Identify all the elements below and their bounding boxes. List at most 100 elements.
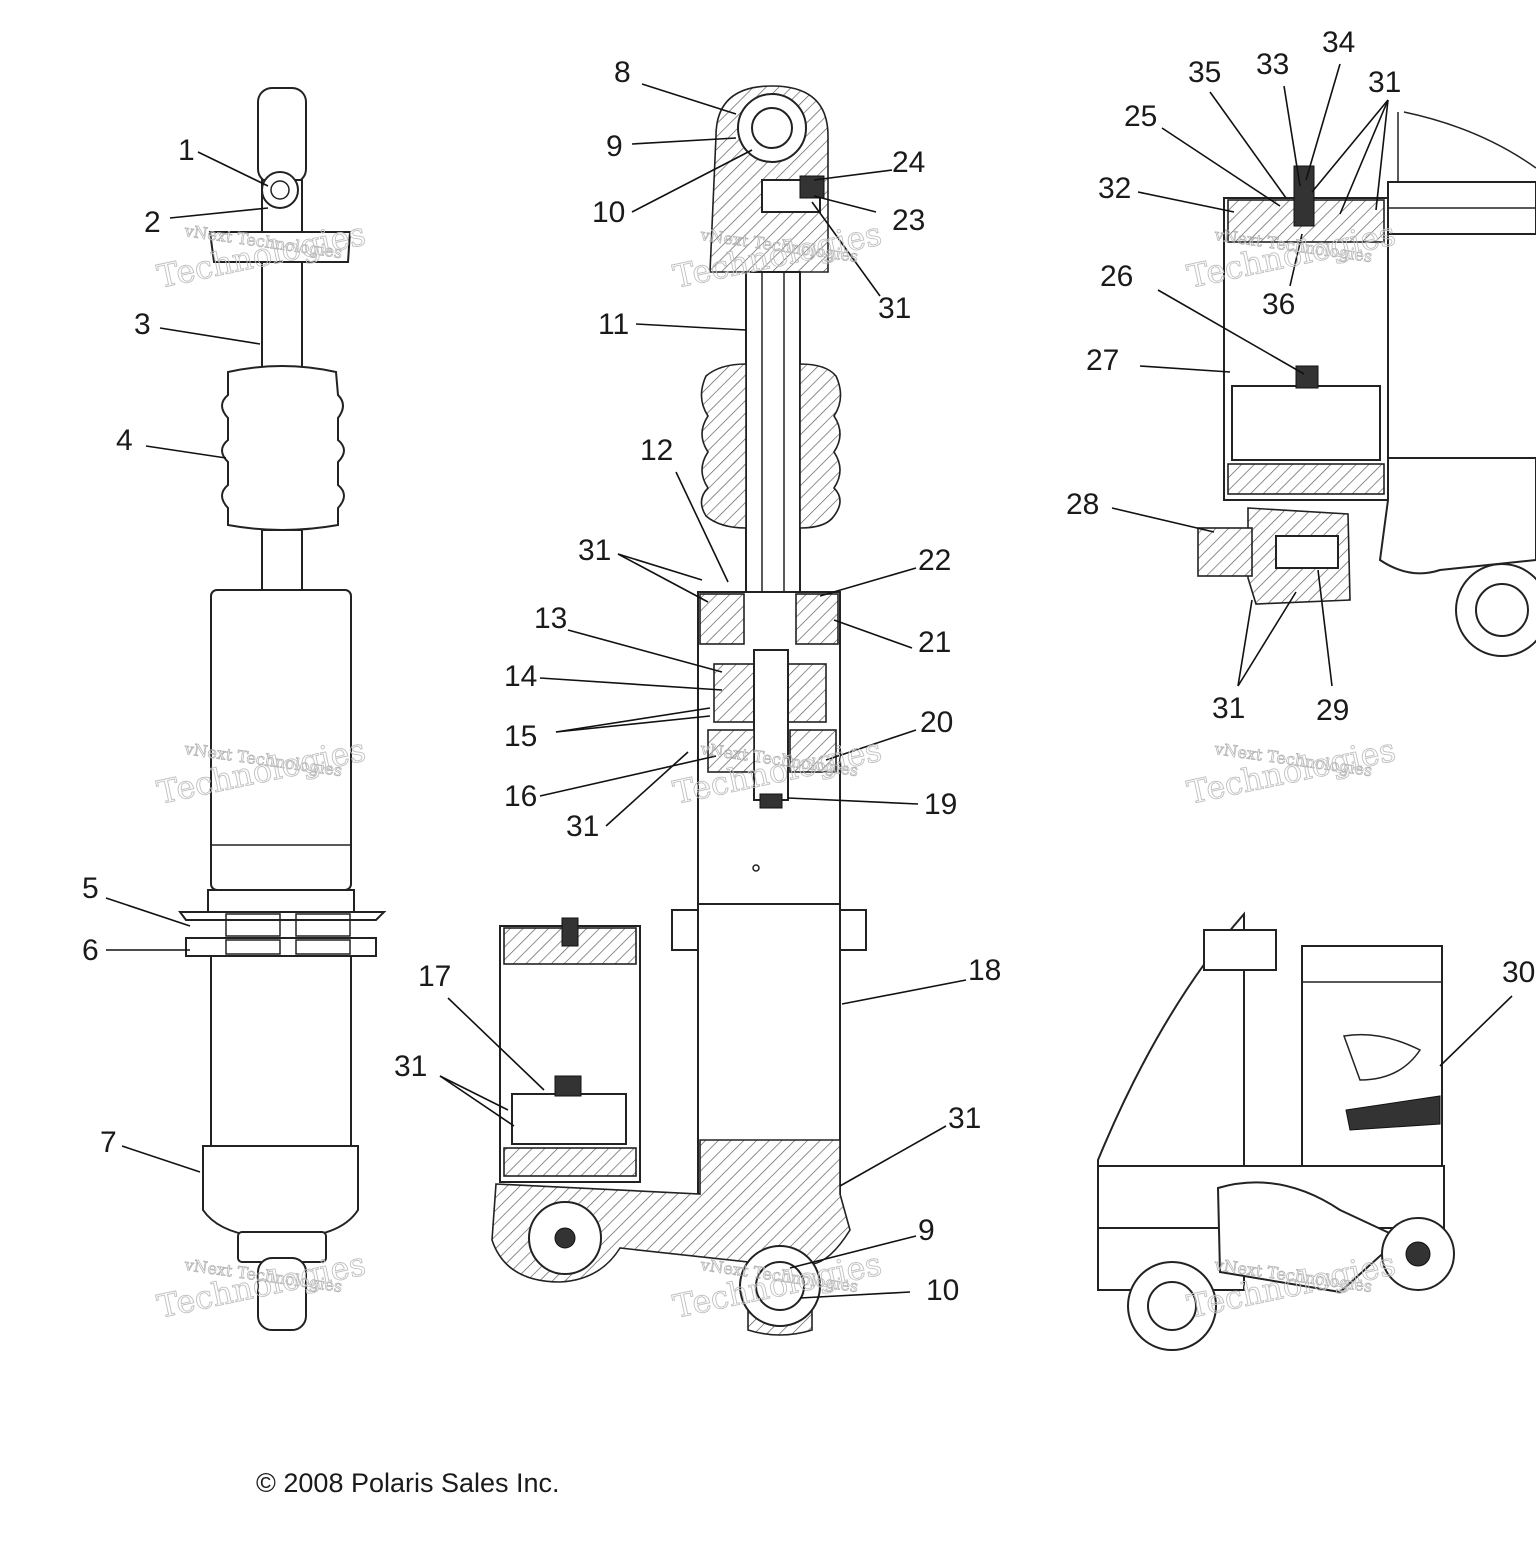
collar-left [671, 909, 699, 951]
ext-collar [1203, 929, 1277, 971]
callout-31a: 31 [578, 534, 611, 567]
callout-1: 1 [178, 134, 195, 167]
callout-23: 23 [892, 204, 925, 237]
callout-19: 19 [924, 788, 957, 821]
callout-9b: 9 [918, 1214, 935, 1247]
detail-valve-stack [1275, 535, 1339, 569]
callout-27: 27 [1086, 344, 1119, 377]
callout-34: 34 [1322, 26, 1355, 59]
callout-31d: 31 [394, 1050, 427, 1083]
external-shock-view [178, 87, 387, 1331]
callout-16: 16 [504, 780, 537, 813]
copyright-text: © 2008 Polaris Sales Inc. [256, 1468, 560, 1498]
piston-nut [759, 793, 783, 809]
ext-logo-badge [1345, 1095, 1441, 1131]
piston-bolt [753, 649, 789, 801]
eye-bolt [261, 171, 299, 209]
seal-head-right [795, 593, 839, 645]
top-eye-mount [257, 87, 307, 184]
shaft-lower [261, 529, 303, 593]
callout-10a: 10 [592, 196, 625, 229]
detail-adjuster-knob [1197, 527, 1253, 577]
adjuster-center [554, 1227, 576, 1249]
callout-26: 26 [1100, 260, 1133, 293]
cylinder-dot [752, 864, 760, 872]
reservoir-valve [561, 917, 579, 947]
detail-schrader-valve [1293, 165, 1315, 227]
callout-14: 14 [504, 660, 537, 693]
callout-labels: 1 2 3 4 5 6 7 8 9 10 11 12 31 13 14 15 1… [82, 26, 1535, 1307]
collar-slot-2 [295, 913, 351, 937]
callout-25: 25 [1124, 100, 1157, 133]
detail-reservoir-base [1227, 463, 1385, 495]
piston-right [789, 729, 837, 773]
reservoir-detail-view [1197, 111, 1536, 657]
ext-adjuster-center [1405, 1241, 1431, 1267]
callout-3: 3 [134, 308, 151, 341]
collar-right [839, 909, 867, 951]
callout-5: 5 [82, 872, 99, 905]
callout-30: 30 [1502, 956, 1535, 989]
shim-stack-right [787, 663, 827, 723]
spring-seat-top [208, 231, 352, 263]
callout-36: 36 [1262, 288, 1295, 321]
callout-31g: 31 [1212, 692, 1245, 725]
detail-eyelet-bore [1475, 583, 1529, 637]
callout-32: 32 [1098, 172, 1131, 205]
shim-stack-left [713, 663, 755, 723]
callout-7: 7 [100, 1126, 117, 1159]
bump-stop-right-section [799, 363, 842, 529]
bottom-eyelet-bore [755, 1261, 805, 1311]
detail-ifp [1231, 385, 1381, 461]
callout-33: 33 [1256, 48, 1289, 81]
cross-section-view [491, 85, 867, 1336]
callout-12: 12 [640, 434, 673, 467]
callout-15: 15 [504, 720, 537, 753]
detail-body-lower [1378, 457, 1536, 575]
callout-10b: 10 [926, 1274, 959, 1307]
ext-logo-wing [1342, 1033, 1422, 1081]
callout-11: 11 [598, 308, 629, 341]
reservoir-base [503, 1147, 637, 1177]
callout-29: 29 [1316, 694, 1349, 727]
reservoir-external-view [1097, 911, 1455, 1351]
callout-18: 18 [968, 954, 1001, 987]
ifp-piston [511, 1093, 627, 1145]
lock-slot-1 [225, 939, 281, 955]
callout-8: 8 [614, 56, 631, 89]
shaft-section [745, 271, 801, 603]
callout-35: 35 [1188, 56, 1221, 89]
piston-left [707, 729, 755, 773]
callout-2: 2 [144, 206, 161, 239]
bottom-cap [202, 1145, 359, 1240]
callout-31e: 31 [948, 1102, 981, 1135]
collar-flange [178, 911, 387, 921]
callout-17: 17 [418, 960, 451, 993]
callout-9a: 9 [606, 130, 623, 163]
bump-stop [221, 365, 345, 531]
callout-31c: 31 [878, 292, 911, 325]
ext-reservoir [1301, 945, 1443, 1203]
bump-stop-left-section [700, 363, 747, 529]
shock-body-lower [210, 955, 352, 1147]
lock-slot-2 [295, 939, 351, 955]
callout-4: 4 [116, 424, 133, 457]
eye-bolt-inner [270, 180, 290, 200]
callout-21: 21 [918, 626, 951, 659]
reservoir-outline-arc [1403, 111, 1536, 169]
callout-13: 13 [534, 602, 567, 635]
callout-24: 24 [892, 146, 925, 179]
callout-20: 20 [920, 706, 953, 739]
callout-22: 22 [918, 544, 951, 577]
lower-eye-mount [257, 1257, 307, 1331]
detail-ifp-screw [1295, 365, 1319, 389]
ext-eyelet-bore [1147, 1281, 1197, 1331]
ifp-screw [554, 1075, 582, 1097]
bleed-valve [799, 175, 825, 199]
spring-collar [207, 889, 355, 913]
leader-lines [105, 63, 1513, 1299]
callout-31f: 31 [1368, 66, 1401, 99]
shaft [261, 261, 303, 371]
